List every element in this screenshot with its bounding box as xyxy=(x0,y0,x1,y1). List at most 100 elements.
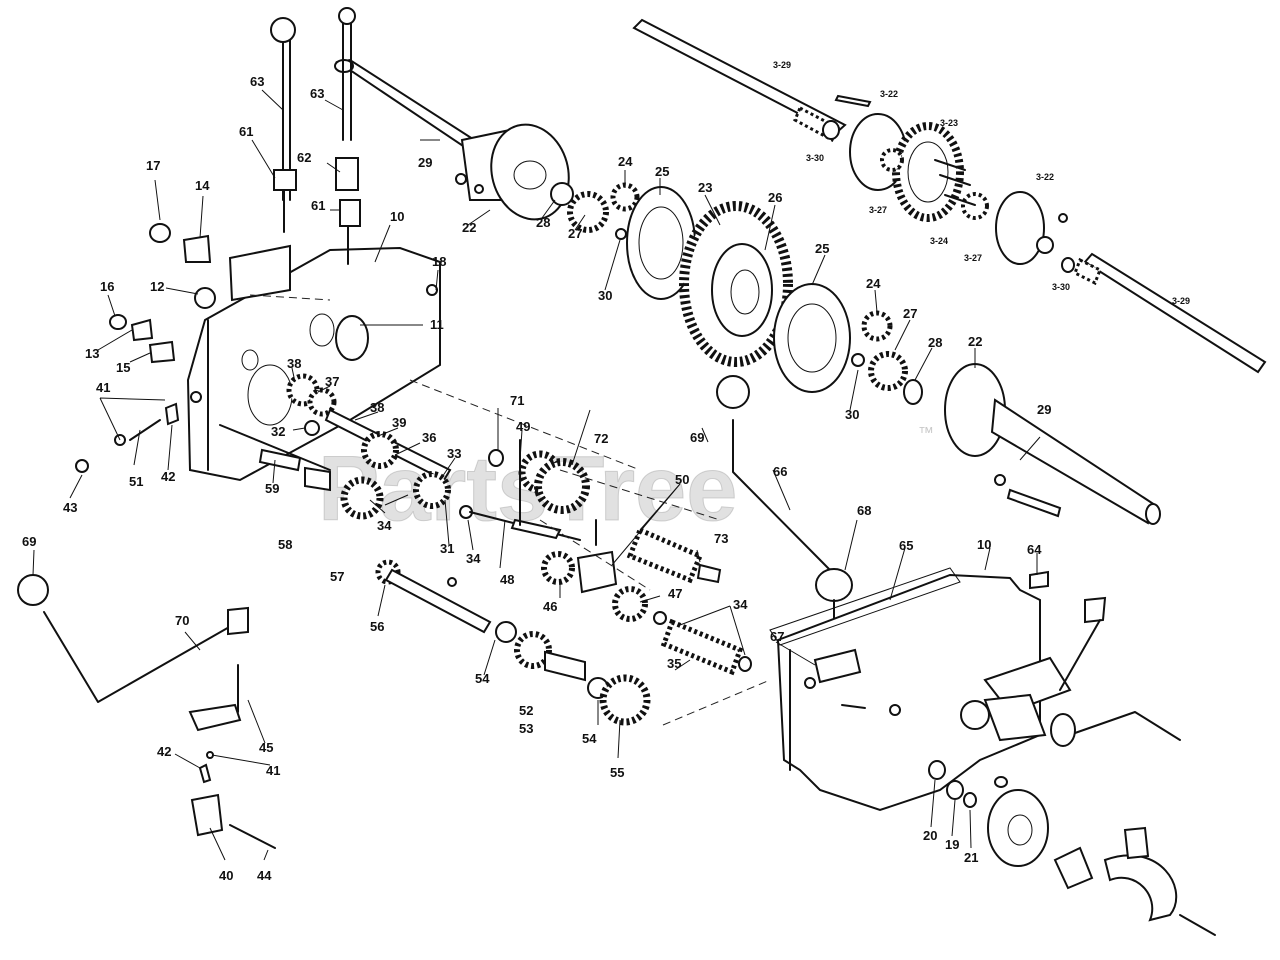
callout-71: 71 xyxy=(510,393,524,408)
callout-51: 51 xyxy=(129,474,143,489)
callout-30: 30 xyxy=(598,288,612,303)
callout-59: 59 xyxy=(265,481,279,496)
callout-3-30: 3-30 xyxy=(806,153,824,163)
callout-37: 37 xyxy=(325,374,339,389)
callout-28: 28 xyxy=(536,215,550,230)
watermark-mark: ™ xyxy=(918,425,934,442)
brake-assembly xyxy=(928,760,1216,936)
callout-48: 48 xyxy=(500,572,514,587)
callout-49: 49 xyxy=(516,419,530,434)
callout-16: 16 xyxy=(100,279,114,294)
callout-25: 25 xyxy=(815,241,829,256)
callout-47: 47 xyxy=(668,586,682,601)
callout-34: 34 xyxy=(733,597,748,612)
alignment-lines xyxy=(249,294,771,726)
callout-14: 14 xyxy=(195,178,210,193)
callout-19: 19 xyxy=(945,837,959,852)
callout-43: 43 xyxy=(63,500,77,515)
callout-3-27: 3-27 xyxy=(869,205,887,215)
callout-34: 34 xyxy=(377,518,392,533)
callout-3-23: 3-23 xyxy=(940,118,958,128)
callout-64: 64 xyxy=(1027,542,1042,557)
callout-3-29: 3-29 xyxy=(773,60,791,70)
callout-22: 22 xyxy=(462,220,476,235)
callout-54: 54 xyxy=(582,731,597,746)
callout-27: 27 xyxy=(903,306,917,321)
callout-66: 66 xyxy=(773,464,787,479)
callout-44: 44 xyxy=(257,868,272,883)
callout-3-30: 3-30 xyxy=(1052,282,1070,292)
callout-61: 61 xyxy=(239,124,253,139)
callout-29: 29 xyxy=(1037,402,1051,417)
callout-3-27: 3-27 xyxy=(964,253,982,263)
callout-68: 68 xyxy=(857,503,871,518)
callout-39: 39 xyxy=(392,415,406,430)
callout-18: 18 xyxy=(432,254,446,269)
countershaft-lower xyxy=(375,559,752,726)
gear-cluster-upper xyxy=(567,182,793,367)
callout-26: 26 xyxy=(768,190,782,205)
callout-67: 67 xyxy=(770,629,784,644)
transaxle-housing-right xyxy=(769,567,1181,812)
callout-33: 33 xyxy=(447,446,461,461)
callout-42: 42 xyxy=(157,744,171,759)
callout-21: 21 xyxy=(964,850,978,865)
callout-58: 58 xyxy=(278,537,292,552)
axle-3-29-upper xyxy=(632,18,872,143)
callout-24: 24 xyxy=(618,154,633,169)
callout-11: 11 xyxy=(430,317,444,332)
callout-25: 25 xyxy=(655,164,669,179)
callout-27: 27 xyxy=(568,226,582,241)
callout-29: 29 xyxy=(418,155,432,170)
callout-36: 36 xyxy=(422,430,436,445)
leader-lines xyxy=(32,89,1041,861)
callout-41: 41 xyxy=(266,763,280,778)
callout-3-22: 3-22 xyxy=(880,89,898,99)
callout-labels: 63 63 61 61 62 29 17 14 10 18 16 12 11 1… xyxy=(22,60,1190,883)
transaxle-housing-left xyxy=(186,244,441,482)
callout-61: 61 xyxy=(311,198,325,213)
callout-42: 42 xyxy=(161,469,175,484)
callout-38: 38 xyxy=(287,356,301,371)
bearings-left xyxy=(109,223,438,364)
callout-54: 54 xyxy=(475,671,490,686)
callout-50: 50 xyxy=(675,472,689,487)
callout-12: 12 xyxy=(150,279,164,294)
callout-17: 17 xyxy=(146,158,160,173)
callout-52: 52 xyxy=(519,703,533,718)
callout-57: 57 xyxy=(330,569,344,584)
shift-rods-top xyxy=(270,7,361,265)
callout-62: 62 xyxy=(297,150,311,165)
callout-45: 45 xyxy=(259,740,273,755)
callout-72: 72 xyxy=(594,431,608,446)
callout-24: 24 xyxy=(866,276,881,291)
callout-10: 10 xyxy=(390,209,404,224)
callout-22: 22 xyxy=(968,334,982,349)
callout-13: 13 xyxy=(85,346,99,361)
callout-56: 56 xyxy=(370,619,384,634)
callout-30: 30 xyxy=(845,407,859,422)
callout-3-22: 3-22 xyxy=(1036,172,1054,182)
callout-35: 35 xyxy=(667,656,681,671)
callout-69: 69 xyxy=(690,430,704,445)
callout-70: 70 xyxy=(175,613,189,628)
callout-28: 28 xyxy=(928,335,942,350)
callout-65: 65 xyxy=(899,538,913,553)
callout-40: 40 xyxy=(219,868,233,883)
axle-29-upper xyxy=(334,58,574,221)
callout-46: 46 xyxy=(543,599,557,614)
gear-cluster-lower xyxy=(773,283,1161,525)
axle-3-29-lower xyxy=(1073,252,1267,374)
callout-41: 41 xyxy=(96,380,110,395)
callout-69: 69 xyxy=(22,534,36,549)
callout-32: 32 xyxy=(271,424,285,439)
callout-3-24: 3-24 xyxy=(930,236,948,246)
differential-assembly-3 xyxy=(849,113,1075,273)
callout-53: 53 xyxy=(519,721,533,736)
callout-20: 20 xyxy=(923,828,937,843)
callout-3-29: 3-29 xyxy=(1172,296,1190,306)
callout-34: 34 xyxy=(466,551,481,566)
detent-parts-left xyxy=(75,391,202,473)
callout-15: 15 xyxy=(116,360,130,375)
